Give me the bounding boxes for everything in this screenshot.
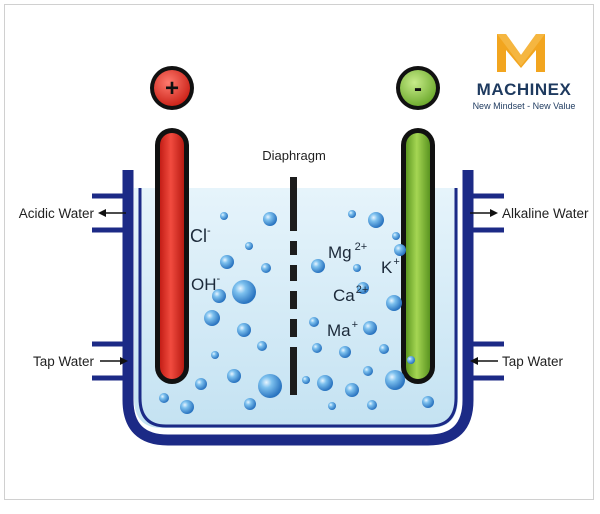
left-inlet-label: Tap Water <box>33 354 95 369</box>
bubble <box>348 210 356 218</box>
bubble <box>258 374 282 398</box>
bubble <box>220 212 228 220</box>
bubble <box>204 310 220 326</box>
bubble <box>220 255 234 269</box>
right-outlet-label: Alkaline Water <box>502 206 589 221</box>
bubble <box>368 212 384 228</box>
left-inlet-arrow <box>100 357 128 365</box>
bubble <box>212 289 226 303</box>
anode-terminal: + <box>150 66 194 110</box>
bubble <box>386 295 402 311</box>
bubble <box>363 366 373 376</box>
bubble <box>385 370 405 390</box>
bubble <box>345 383 359 397</box>
bubble <box>237 323 251 337</box>
ion-potassium: K+ <box>381 256 400 277</box>
bubbles <box>159 210 434 414</box>
bubble <box>367 400 377 410</box>
bubble <box>339 346 351 358</box>
left-inlet-pipe <box>92 341 130 381</box>
ion-ma: Ma+ <box>327 319 358 340</box>
cathode-electrode <box>401 128 435 384</box>
bubble <box>302 376 310 384</box>
bubble <box>195 378 207 390</box>
diaphragm-label: Diaphragm <box>262 148 326 163</box>
right-inlet-label: Tap Water <box>502 354 564 369</box>
bubble <box>309 317 319 327</box>
bubble <box>211 351 219 359</box>
diaphragm-membrane <box>290 177 297 395</box>
bubble <box>261 263 271 273</box>
bubble <box>328 402 336 410</box>
bubble <box>245 242 253 250</box>
figure-frame <box>4 4 594 500</box>
bubble <box>312 343 322 353</box>
bubble <box>394 244 406 256</box>
bubble <box>232 280 256 304</box>
bubble <box>422 396 434 408</box>
ion-hydroxide: OH- <box>191 273 221 294</box>
bubble <box>263 212 277 226</box>
ion-chloride: Cl- <box>190 225 211 246</box>
tank-wall <box>122 170 474 446</box>
right-inlet-arrow <box>470 357 498 365</box>
bubble <box>227 369 241 383</box>
bubble <box>353 264 361 272</box>
cathode-terminal: - <box>396 66 440 110</box>
bubble <box>317 375 333 391</box>
bubble <box>311 259 325 273</box>
logo-wordmark: MACHINEX <box>476 80 572 99</box>
plus-icon: + <box>165 75 179 102</box>
bubble <box>244 398 256 410</box>
anode-electrode <box>155 128 189 384</box>
machinex-logo: MACHINEX New Mindset - New Value <box>458 26 590 111</box>
bubble <box>363 321 377 335</box>
right-outlet-pipe <box>466 193 504 233</box>
bubble <box>180 400 194 414</box>
left-outlet-pipe <box>92 193 130 233</box>
ion-calcium: Ca2+ <box>333 284 368 305</box>
bubble <box>257 341 267 351</box>
right-inlet-pipe <box>466 341 504 381</box>
logo-tagline: New Mindset - New Value <box>472 101 576 111</box>
machinex-logo-mark <box>497 34 545 72</box>
bubble <box>379 344 389 354</box>
bubble <box>357 282 369 294</box>
bubble <box>392 232 400 240</box>
bubble <box>407 356 415 364</box>
minus-icon: - <box>414 75 422 102</box>
tank-inner-wall <box>138 188 458 428</box>
left-outlet-label: Acidic Water <box>19 206 95 221</box>
left-outlet-arrow <box>98 209 126 217</box>
bubble <box>159 393 169 403</box>
right-outlet-arrow <box>470 209 498 217</box>
